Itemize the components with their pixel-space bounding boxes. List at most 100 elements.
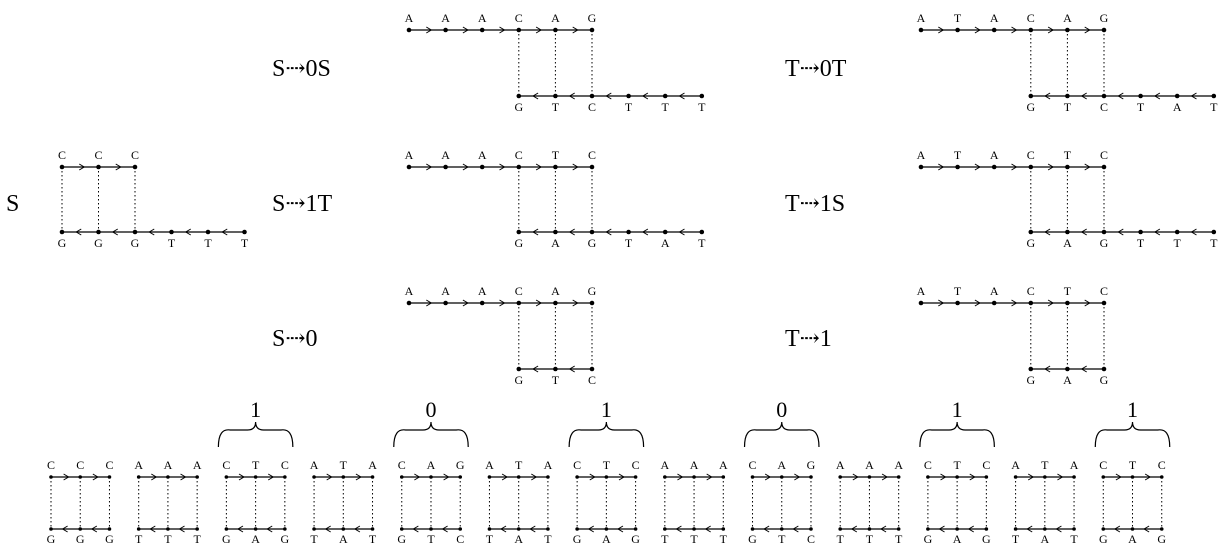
long-bottom-base: T	[310, 532, 318, 543]
long-top-base: A	[1011, 458, 1020, 472]
long-top-base: A	[894, 458, 903, 472]
long-bottom-base: T	[778, 532, 786, 543]
long-bottom-arrow	[1143, 525, 1150, 533]
long-bottom-base: A	[514, 532, 523, 543]
long-top-base: A	[134, 458, 143, 472]
panel-t1-bottom-base: G	[1100, 373, 1109, 387]
long-bottom-node	[283, 527, 287, 531]
panel-t1-top-node	[991, 300, 997, 306]
long-bottom-base: G	[982, 532, 991, 543]
long-top-arrow	[355, 473, 362, 481]
panel-s1t-top-node	[443, 164, 448, 170]
panel-s0s-top-node	[406, 27, 412, 33]
long-top-base: A	[368, 458, 377, 472]
panel-s0-bottom-arrow	[532, 365, 539, 373]
panel-s0s-bottom-node	[553, 93, 558, 99]
long-top-arrow	[531, 473, 538, 481]
long-bottom-arrow	[1055, 525, 1062, 533]
long-bottom-arrow	[149, 525, 156, 533]
panel-t1s-bottom-base: G	[1026, 236, 1035, 250]
panel-s-bottom-node	[242, 229, 247, 235]
long-top-base: T	[252, 458, 260, 472]
panel-s0-top-arrow	[499, 299, 506, 307]
panel-s0s-bottom-node	[699, 93, 705, 99]
panel-s1t-top-base: A	[441, 148, 450, 162]
long-bottom-base: T	[690, 532, 698, 543]
panel-t1s-top-base: C	[1027, 148, 1035, 162]
rule-s-0-label: S⇢0	[272, 326, 317, 352]
panel-s0-bottom-node	[553, 366, 558, 372]
panel-t1s-top-node	[991, 164, 997, 170]
long-top-base: G	[456, 458, 465, 472]
panel-s1t-top-arrow	[572, 163, 579, 171]
rule-t-0t-label: T⇢0T	[785, 56, 847, 82]
panel-s0-bottom-base: G	[514, 373, 523, 387]
panel-t0t-bottom-arrow	[1153, 92, 1161, 100]
panel-s0-top-node	[443, 300, 448, 306]
long-top-base: T	[340, 458, 348, 472]
long-top-arrow	[940, 473, 947, 481]
panel-s0s-bottom-arrow	[678, 92, 685, 100]
long-top-base: C	[222, 458, 230, 472]
long-bottom-arrow	[412, 525, 419, 533]
panel-s1t-bottom-node	[626, 229, 631, 235]
panel-s-bottom-base: G	[58, 236, 67, 250]
panel-t1s-bottom-node	[1211, 229, 1217, 235]
long-bottom-base: T	[661, 532, 669, 543]
panel-s0-bottom-node	[589, 366, 595, 372]
long-top-arrow	[180, 473, 187, 481]
panel-t1s-top-arrow	[1084, 163, 1091, 171]
panel-t1s-top-arrow	[1011, 163, 1018, 171]
panel-t1-bottom-base: A	[1063, 373, 1072, 387]
panel-s-bottom-base: G	[131, 236, 140, 250]
panel-s-bottom-arrow	[75, 228, 82, 236]
panel-s0-top-base: G	[588, 284, 597, 298]
long-bottom-base: G	[1157, 532, 1166, 543]
panel-t0t-top-arrow	[974, 26, 981, 34]
panel-s-bottom-node	[205, 229, 211, 235]
panel-s0-top-node	[479, 300, 485, 306]
long-top-base: T	[515, 458, 523, 472]
panel-t0t-top-arrow	[1084, 26, 1091, 34]
long-bottom-arrow	[792, 525, 799, 533]
long-top-base: C	[76, 458, 84, 472]
long-bottom-arrow	[967, 525, 975, 533]
bit-brace-label: 1	[1127, 397, 1138, 422]
panel-t1s-bottom-base: G	[1100, 236, 1109, 250]
panel-t0t-top-base: T	[954, 11, 962, 25]
long-bottom-base: T	[427, 532, 435, 543]
long-top-arrow	[92, 473, 99, 481]
panel-t1-bottom-node	[1028, 366, 1034, 372]
long-bottom-arrow	[880, 525, 887, 533]
bit-brace-label: 0	[425, 397, 436, 422]
panel-s0s-bottom-base: G	[514, 100, 523, 114]
panel-t1s-bottom-arrow	[1117, 228, 1124, 236]
panel-t1-bottom-arrow	[1080, 365, 1087, 373]
panel-s0s-bottom-arrow	[568, 92, 575, 100]
panel-s0-top-arrow	[572, 299, 579, 307]
panel-s0-bottom-base: T	[552, 373, 560, 387]
panel-s0s-top-node	[479, 27, 485, 33]
long-bottom-arrow	[1026, 525, 1033, 533]
long-bottom-arrow	[441, 525, 448, 533]
panel-s0s-bottom-base: T	[662, 100, 670, 114]
long-bottom-arrow	[237, 525, 244, 533]
long-top-base: T	[603, 458, 611, 472]
long-top-base: G	[807, 458, 816, 472]
panel-s0s-top-base: G	[588, 11, 597, 25]
panel-t1s-top-arrow	[974, 163, 981, 171]
long-bottom-arrow	[1113, 525, 1121, 533]
panel-t1-top-node	[955, 300, 960, 306]
long-bottom-arrow	[938, 525, 945, 533]
bit-brace	[217, 421, 294, 448]
panel-s-top-arrow	[115, 163, 122, 171]
panel-t1s-bottom-node	[1174, 229, 1180, 235]
panel-s0s-top-base: A	[478, 11, 487, 25]
rule-s-0s-label: S⇢0S	[272, 56, 331, 82]
panel-s0s-top-arrow	[499, 26, 506, 34]
panel-t1s-bottom-base: T	[1137, 236, 1145, 250]
long-top-arrow	[677, 473, 684, 481]
long-top-arrow	[794, 473, 801, 481]
panel-s-bottom-base: G	[94, 236, 103, 250]
panel-s0s-top-base: A	[441, 11, 450, 25]
